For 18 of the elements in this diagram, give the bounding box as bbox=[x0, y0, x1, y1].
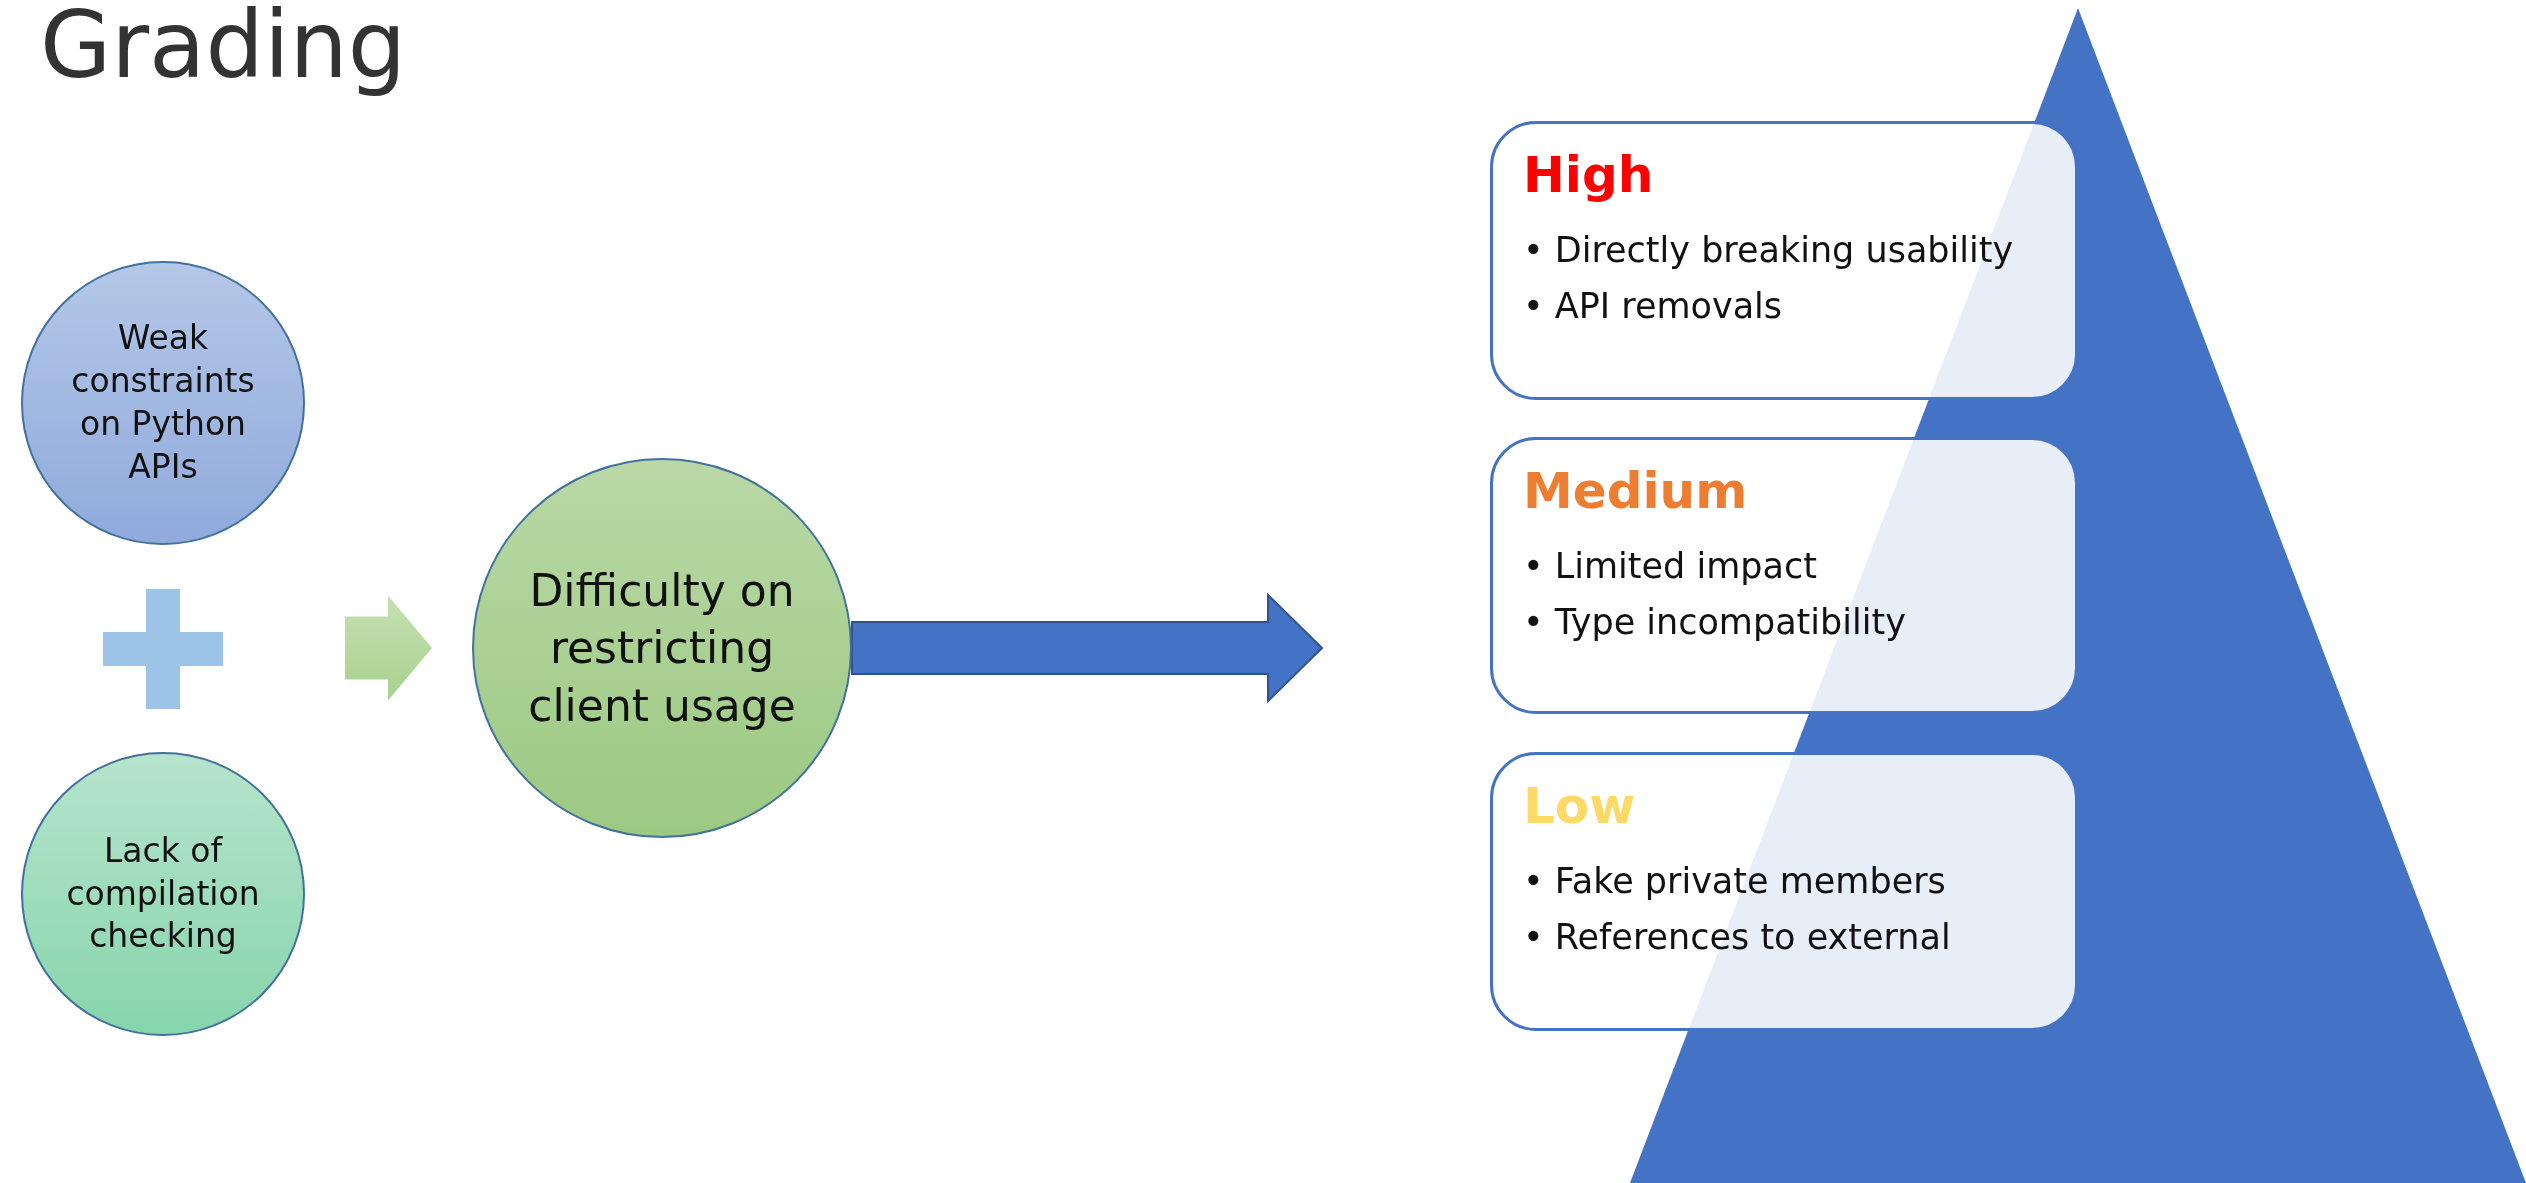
severity-card bbox=[1490, 437, 2078, 714]
node-label: Weak constraints on Python APIs bbox=[70, 317, 256, 488]
block-arrow bbox=[345, 595, 432, 701]
bullet-item: • API removals bbox=[1523, 286, 1783, 326]
severity-heading: Medium bbox=[1523, 462, 1748, 520]
severity-card bbox=[1490, 121, 2078, 400]
bullet-item: • Directly breaking usability bbox=[1523, 230, 2014, 270]
block-arrow bbox=[851, 592, 1324, 704]
bullet-item: • References to external bbox=[1523, 917, 1951, 957]
severity-heading: Low bbox=[1523, 777, 1636, 835]
node-label: Difficulty on restricting client usage bbox=[527, 564, 797, 733]
node-label: Lack of compilation checking bbox=[65, 829, 261, 958]
severity-card bbox=[1490, 752, 2078, 1031]
bullet-item: • Type incompatibility bbox=[1523, 602, 1906, 642]
bullet-item: • Limited impact bbox=[1523, 546, 1817, 586]
severity-heading: High bbox=[1523, 146, 1654, 204]
title: Grading bbox=[40, 0, 407, 99]
bullet-item: • Fake private members bbox=[1523, 861, 1946, 901]
